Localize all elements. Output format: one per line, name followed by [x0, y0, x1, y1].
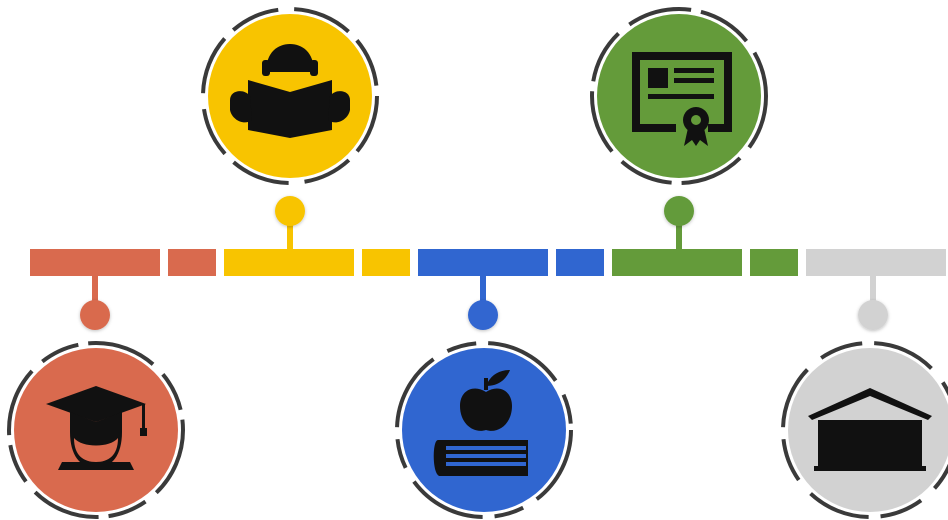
- timeline-segment-2: [224, 249, 354, 276]
- connector-4: [664, 196, 694, 250]
- connector-stem: [870, 276, 876, 306]
- step-4-certificate: [590, 7, 768, 185]
- timeline-gap-block-4: [750, 249, 798, 276]
- connector-stem: [676, 220, 682, 250]
- connector-5: [858, 276, 888, 330]
- step-circle-ring: [7, 341, 185, 519]
- connector-stem: [480, 276, 486, 306]
- connector-1: [80, 276, 110, 330]
- connector-dot: [275, 196, 305, 226]
- connector-dot: [80, 300, 110, 330]
- step-3-apple-book: [395, 341, 573, 519]
- timeline-segment-4: [612, 249, 742, 276]
- reading-student-icon: [230, 44, 350, 138]
- step-2-reading: [201, 7, 379, 185]
- timeline-segment-3: [418, 249, 548, 276]
- step-5-school: [781, 341, 948, 519]
- connector-stem: [92, 276, 98, 306]
- connector-3: [468, 276, 498, 330]
- connector-dot: [858, 300, 888, 330]
- school-building-icon: [808, 388, 932, 471]
- apple-on-book-icon: [433, 370, 528, 476]
- connector-dot: [468, 300, 498, 330]
- connector-dot: [664, 196, 694, 226]
- connector-2: [275, 196, 305, 250]
- step-circle-ring: [590, 7, 768, 185]
- timeline-gap-block-3: [556, 249, 604, 276]
- timeline-gap-block-1: [168, 249, 216, 276]
- timeline-gap-block-2: [362, 249, 410, 276]
- timeline-bar: [30, 249, 946, 276]
- timeline-segment-5: [806, 249, 946, 276]
- connector-stem: [287, 220, 293, 250]
- step-1-graduation: [7, 341, 185, 519]
- step-circle-ring: [395, 341, 573, 519]
- certificate-icon: [632, 52, 732, 146]
- step-circle-ring: [201, 7, 379, 185]
- graduate-cap-icon: [46, 386, 147, 470]
- timeline-segment-1: [30, 249, 160, 276]
